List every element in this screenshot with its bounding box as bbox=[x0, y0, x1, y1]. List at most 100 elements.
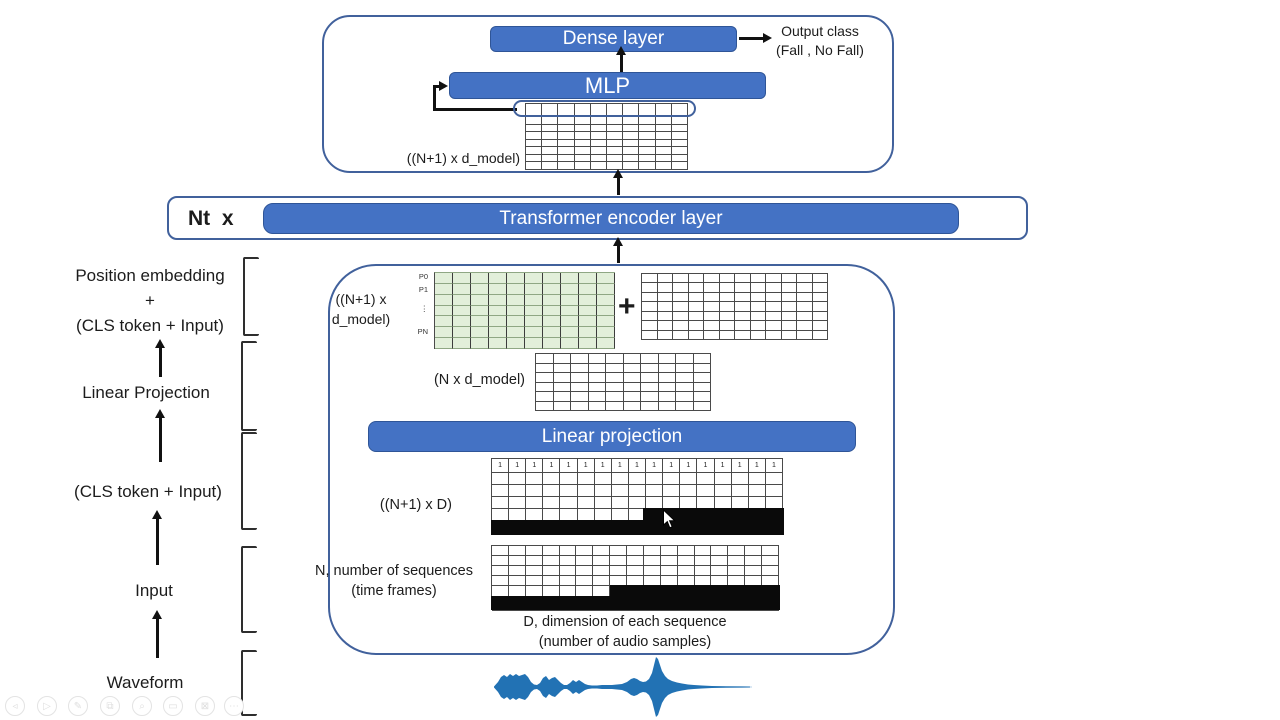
grid-cell bbox=[507, 283, 525, 295]
grid-cell bbox=[671, 139, 688, 148]
grid-cell: 1 bbox=[731, 459, 749, 473]
grid-cell bbox=[623, 124, 640, 133]
next-icon[interactable]: ▷ bbox=[37, 696, 57, 716]
subtitles-icon[interactable]: ▭ bbox=[163, 696, 183, 716]
all-slides-icon[interactable]: ⧉ bbox=[100, 696, 120, 716]
d-dimension-line1: D, dimension of each sequence bbox=[523, 614, 727, 630]
grid-cell bbox=[579, 273, 597, 284]
grid-cell bbox=[509, 497, 527, 509]
grid-cell bbox=[508, 566, 526, 576]
grid-cell bbox=[711, 556, 729, 566]
grid-cell bbox=[812, 321, 828, 331]
grid-cell bbox=[762, 546, 779, 556]
grid-cell bbox=[588, 392, 606, 402]
grid-cell bbox=[543, 485, 561, 497]
grid-cell bbox=[694, 546, 712, 556]
cls-arrow-vertical-segment bbox=[433, 85, 436, 110]
grid-cell bbox=[781, 321, 797, 331]
grid-cell bbox=[797, 311, 813, 322]
grid-cell bbox=[693, 382, 711, 392]
grid-cell bbox=[658, 392, 676, 402]
grid-cell bbox=[655, 154, 672, 163]
grid-cell bbox=[561, 338, 579, 349]
grid-cell bbox=[642, 311, 658, 322]
grid-cell bbox=[663, 473, 681, 485]
grid-cell bbox=[558, 117, 575, 125]
grid-cell bbox=[553, 354, 571, 364]
grid-cell bbox=[526, 117, 543, 125]
grid-cell bbox=[492, 546, 509, 556]
grid-cell bbox=[781, 330, 797, 340]
grid-cell bbox=[574, 147, 591, 155]
grid-cell bbox=[750, 274, 766, 284]
previous-icon[interactable]: ◃ bbox=[5, 696, 25, 716]
pen-icon[interactable]: ✎ bbox=[68, 696, 88, 716]
grid-cell bbox=[508, 576, 526, 586]
n-sequences-line1: N, number of sequences bbox=[315, 563, 473, 579]
grid-cell bbox=[453, 316, 471, 328]
grid-cell bbox=[607, 132, 624, 140]
mouse-cursor bbox=[663, 509, 676, 529]
grid-cell bbox=[492, 576, 509, 586]
grid-cell bbox=[590, 154, 607, 163]
transformer-encoder-bar: Transformer encoder layer bbox=[263, 203, 959, 234]
grid-cell bbox=[606, 401, 624, 411]
grid-cell bbox=[508, 546, 526, 556]
grid-cell bbox=[676, 354, 694, 364]
zoom-icon[interactable]: ⌕ bbox=[132, 696, 152, 716]
d-dimension-label: D, dimension of each sequence (number of… bbox=[510, 612, 740, 652]
grid-cell bbox=[526, 473, 544, 485]
grid-cell bbox=[688, 330, 704, 340]
grid-cell bbox=[542, 556, 560, 566]
linear-projection-bar: Linear projection bbox=[368, 421, 856, 452]
grid-cell bbox=[797, 274, 813, 284]
grid-cell bbox=[643, 566, 661, 576]
grid-cell bbox=[676, 373, 694, 383]
grid-cell bbox=[766, 292, 782, 303]
grid-cell bbox=[611, 497, 629, 509]
grid-cell bbox=[542, 566, 560, 576]
grid-cell bbox=[507, 338, 525, 349]
grid-cell bbox=[728, 556, 746, 566]
grid-cell bbox=[781, 274, 797, 284]
grid-cell bbox=[579, 316, 597, 328]
grid-cell bbox=[657, 274, 673, 284]
grid-cell bbox=[750, 330, 766, 340]
grid-cell bbox=[657, 311, 673, 322]
grid-cell bbox=[680, 473, 698, 485]
grid-cell bbox=[507, 316, 525, 328]
grid-cell bbox=[639, 139, 656, 148]
grid-cell bbox=[728, 566, 746, 576]
pos-row-label-p1: P1 bbox=[418, 285, 428, 294]
grid-cell bbox=[574, 124, 591, 133]
grid-cell bbox=[489, 327, 507, 339]
grid-cell: 1 bbox=[611, 459, 629, 473]
grid-cell: 1 bbox=[646, 459, 664, 473]
grid-cell bbox=[558, 139, 575, 148]
grid-cell bbox=[628, 497, 647, 509]
grid-cell bbox=[628, 473, 647, 485]
grid-cell bbox=[606, 392, 624, 402]
grid-cell bbox=[489, 273, 507, 284]
grid-cell bbox=[571, 363, 589, 373]
grid-cell bbox=[607, 124, 624, 133]
grid-cell bbox=[435, 294, 453, 306]
grid-cell bbox=[643, 546, 661, 556]
grid-cell bbox=[655, 117, 672, 125]
more-icon[interactable]: ⋯ bbox=[224, 696, 244, 716]
dense-layer-bar: Dense layer bbox=[490, 26, 737, 52]
grid-cell bbox=[525, 556, 543, 566]
grid-cell bbox=[558, 132, 575, 140]
grid-cell bbox=[560, 473, 578, 485]
grid-cell bbox=[543, 316, 561, 328]
grid-cell bbox=[711, 546, 729, 556]
grid-cell bbox=[606, 354, 624, 364]
grid-cell bbox=[536, 373, 554, 383]
grid-cell: 1 bbox=[560, 459, 578, 473]
grid-cell bbox=[489, 283, 507, 295]
grid-cell bbox=[731, 485, 749, 497]
grid-cell: 1 bbox=[748, 459, 766, 473]
grid-cell bbox=[590, 139, 607, 148]
black-screen-icon[interactable]: ⊠ bbox=[195, 696, 215, 716]
grid-cell bbox=[543, 327, 561, 339]
